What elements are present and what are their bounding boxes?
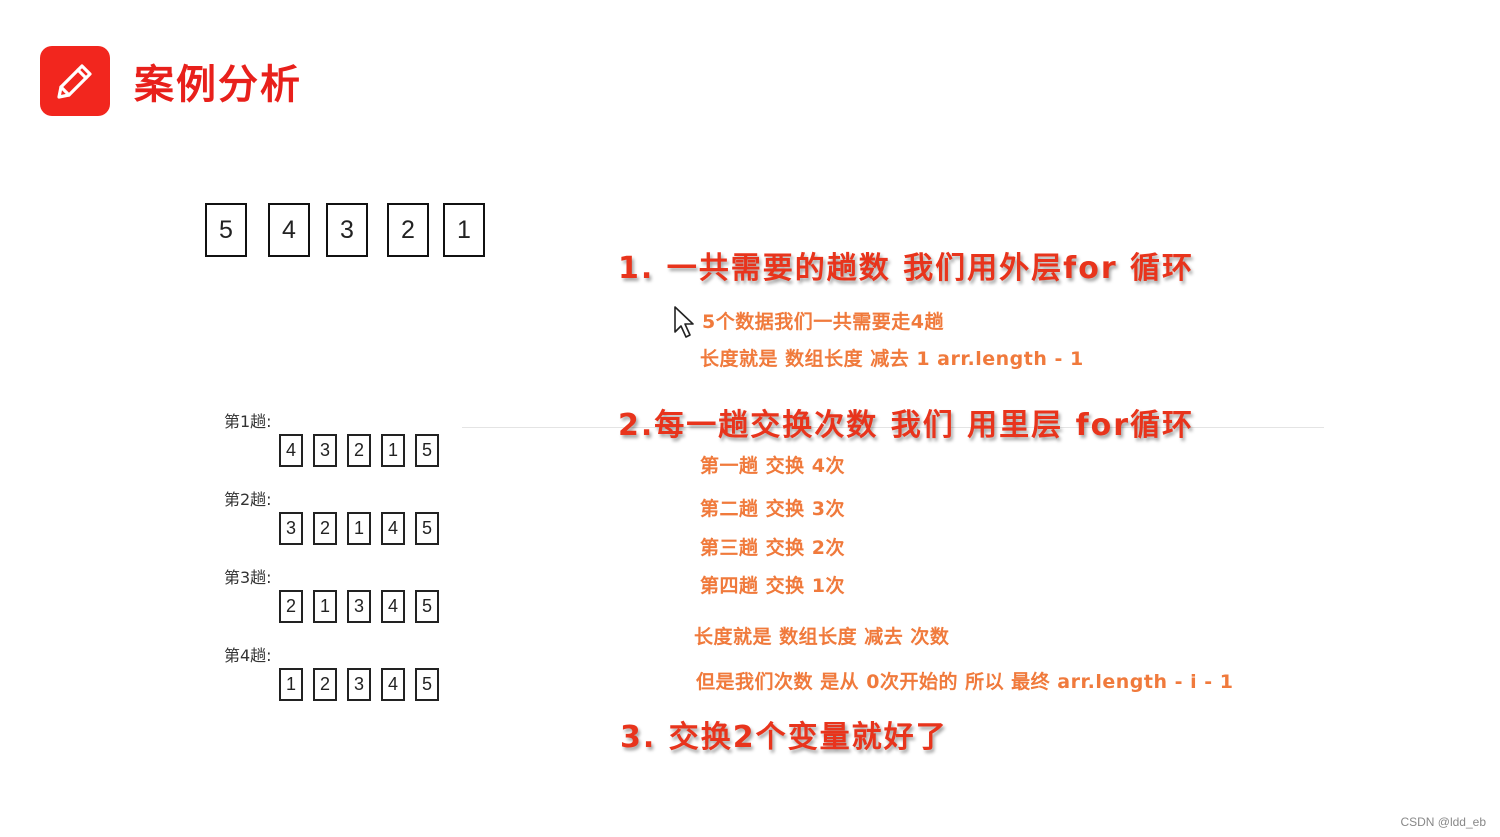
array-cell: 4 [268,203,310,257]
heading-swap: 3. 交换2个变量就好了 [620,720,948,755]
pass-cell: 4 [381,590,405,623]
pass-label: 第1趟: [224,412,272,431]
note-final-formula: 但是我们次数 是从 0次开始的 所以 最终 arr.length - i - 1 [696,671,1234,693]
note-pass-1: 第一趟 交换 4次 [700,455,845,477]
array-cell: 2 [387,203,429,257]
pass-cell: 1 [381,434,405,467]
pass-cell: 1 [313,590,337,623]
pass-cell: 3 [347,668,371,701]
pass-label: 第3趟: [224,568,272,587]
note-pass-2: 第二趟 交换 3次 [700,498,845,520]
array-cell: 5 [205,203,247,257]
heading-outer-loop: 1. 一共需要的趟数 我们用外层for 循环 [618,251,1195,286]
divider-line [462,427,1324,428]
array-cell: 1 [443,203,485,257]
note-passes-count: 5个数据我们一共需要走4趟 [702,311,944,333]
pass-cell: 2 [313,668,337,701]
pass-cell: 4 [381,512,405,545]
pass-cell: 4 [381,668,405,701]
pass-cell: 1 [347,512,371,545]
header: 案例分析 [40,46,302,116]
note-pass-3: 第三趟 交换 2次 [700,537,845,559]
note-outer-length: 长度就是 数组长度 减去 1 arr.length - 1 [700,348,1084,370]
pass-cell: 4 [279,434,303,467]
pass-cell: 2 [279,590,303,623]
heading-inner-loop: 2.每一趟交换次数 我们 用里层 for循环 [618,408,1195,443]
watermark: CSDN @ldd_eb [1400,815,1486,829]
pass-cell: 5 [415,668,439,701]
note-pass-4: 第四趟 交换 1次 [700,575,845,597]
pass-cell: 2 [313,512,337,545]
pass-cell: 3 [279,512,303,545]
pass-cell: 3 [313,434,337,467]
pass-cell: 5 [415,590,439,623]
pass-cell: 2 [347,434,371,467]
pass-cell: 5 [415,512,439,545]
note-inner-length: 长度就是 数组长度 减去 次数 [694,626,950,648]
pass-cell: 1 [279,668,303,701]
array-cell: 3 [326,203,368,257]
pass-label: 第2趟: [224,490,272,509]
pass-cell: 3 [347,590,371,623]
pass-label: 第4趟: [224,646,272,665]
page-title: 案例分析 [134,62,302,108]
pencil-icon [40,46,110,116]
pass-cell: 5 [415,434,439,467]
mouse-cursor-icon [673,305,697,343]
